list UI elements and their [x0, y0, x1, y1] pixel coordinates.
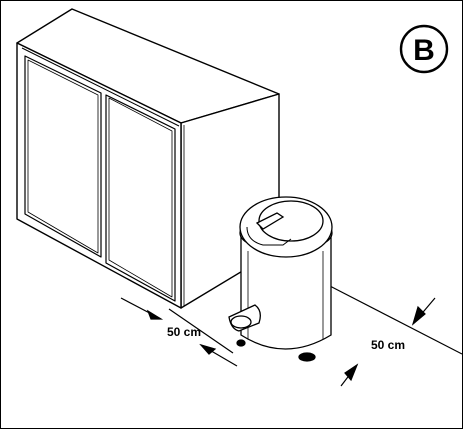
cabinet-door-right-inner — [108, 97, 173, 298]
cabinet-door-right — [105, 94, 176, 302]
panel-letter-badge: B — [399, 24, 449, 74]
dim-right-arrow-bottom — [344, 363, 359, 382]
dimension-right — [340, 297, 436, 387]
cabinet-front — [16, 42, 182, 309]
dim-left-label: 50 cm — [167, 325, 201, 339]
cabinet-door-left — [24, 55, 102, 258]
dim-left-arrow-bottom — [199, 343, 217, 355]
pedal-bin — [228, 196, 333, 362]
dimension-left — [120, 297, 238, 367]
panel-letter: B — [413, 34, 435, 67]
bin-lid-inner — [258, 200, 324, 242]
dim-right-arrow-top — [411, 305, 426, 326]
floor-line-left — [168, 308, 234, 354]
bin-pedal-step — [230, 315, 252, 329]
bin-body — [240, 232, 332, 350]
cabinet — [16, 8, 280, 309]
bin-lid-handle — [255, 212, 285, 230]
cabinet-door-left-inner — [27, 59, 99, 254]
bin-lid-hinge — [246, 226, 292, 246]
panel-letter-circle — [399, 24, 449, 74]
dim-left-arrow-top — [146, 309, 164, 320]
dim-right-label: 50 cm — [371, 338, 405, 352]
bin-foot-right — [298, 352, 316, 362]
cabinet-front-top-edge — [21, 47, 180, 127]
bin-foot-left — [236, 339, 246, 347]
floor-line-right — [325, 283, 462, 355]
